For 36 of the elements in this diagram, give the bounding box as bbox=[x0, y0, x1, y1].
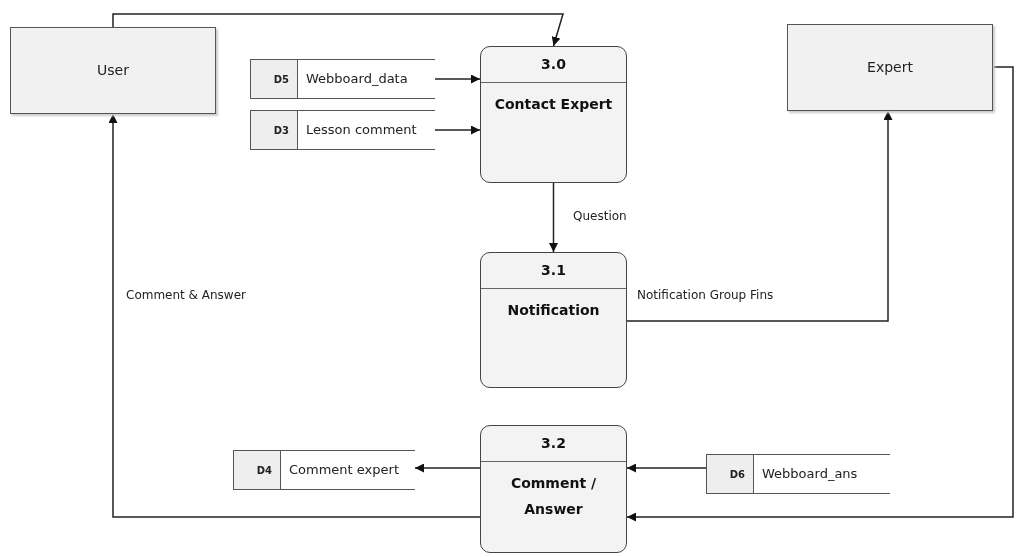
arrow bbox=[549, 182, 558, 253]
entity-box bbox=[10, 27, 216, 114]
arrow bbox=[434, 125, 481, 135]
data-store bbox=[250, 59, 435, 99]
store-name: Webboard_ans bbox=[762, 465, 858, 484]
arrow bbox=[626, 463, 707, 473]
store-name: Lesson comment bbox=[306, 121, 417, 140]
arrow bbox=[434, 74, 481, 84]
process-number: 3.1 bbox=[541, 261, 566, 280]
process-name: Notification bbox=[507, 301, 600, 320]
edge-label: Notification Group Fins bbox=[635, 286, 776, 304]
store-name: Webboard_data bbox=[306, 70, 408, 89]
store-id: D6 bbox=[729, 467, 745, 482]
process-box bbox=[480, 252, 627, 388]
process-box bbox=[480, 46, 627, 183]
store-name: Comment expert bbox=[289, 461, 399, 480]
process-number: 3.0 bbox=[541, 55, 566, 74]
arrow bbox=[626, 110, 893, 322]
entity-name: Expert bbox=[867, 58, 913, 77]
process-number: 3.2 bbox=[541, 434, 566, 453]
data-store bbox=[250, 110, 435, 150]
edge-label: Question bbox=[571, 207, 629, 225]
process-name: Contact Expert bbox=[494, 95, 613, 114]
arrow bbox=[112, 13, 564, 47]
entity-name: User bbox=[97, 61, 129, 80]
entity-box bbox=[787, 24, 993, 111]
arrow bbox=[108, 113, 481, 518]
store-id: D5 bbox=[273, 72, 289, 87]
arrow bbox=[626, 66, 1014, 522]
arrow bbox=[414, 463, 481, 473]
process-name: Comment / Answer bbox=[509, 474, 598, 519]
store-id: D4 bbox=[256, 463, 272, 478]
data-store bbox=[706, 454, 890, 494]
store-id: D3 bbox=[273, 123, 289, 138]
process-box bbox=[480, 425, 627, 553]
data-store bbox=[233, 450, 415, 490]
